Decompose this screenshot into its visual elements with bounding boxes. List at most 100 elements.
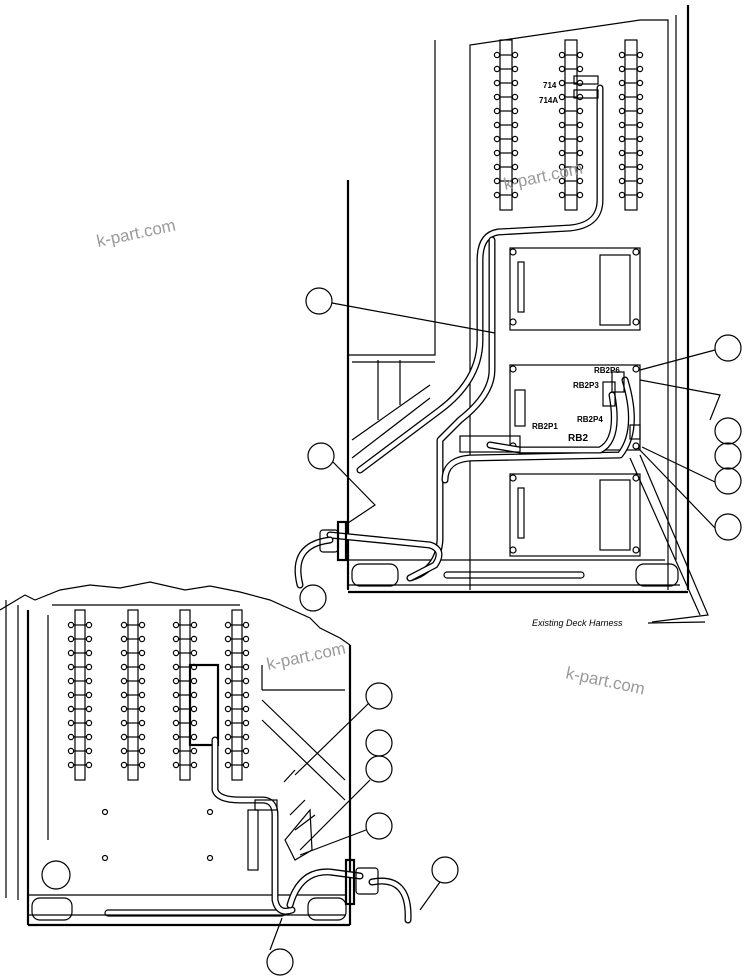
terminal-screw — [120, 705, 128, 713]
terminal-screw — [172, 733, 180, 741]
terminal-screw — [138, 635, 146, 643]
callout-circle — [307, 442, 335, 470]
callout-circle — [714, 467, 742, 495]
terminal-screw — [242, 705, 250, 713]
terminal-screw — [511, 93, 519, 101]
watermark: k-part.com — [564, 663, 646, 698]
label-rb2p3: RB2P3 — [573, 381, 599, 390]
terminal-screw — [618, 177, 626, 185]
terminal-screw — [85, 649, 93, 657]
terminal-screw — [618, 65, 626, 73]
terminal-screw — [576, 65, 584, 73]
terminal-screw — [636, 135, 644, 143]
terminal-screw — [576, 107, 584, 115]
terminal-screw — [636, 121, 644, 129]
terminal-screw — [558, 93, 566, 101]
terminal-screw — [190, 691, 198, 699]
terminal-screw — [224, 747, 232, 755]
terminal-screw — [224, 621, 232, 629]
terminal-screw — [190, 705, 198, 713]
terminal-screw — [138, 719, 146, 727]
terminal-screw — [190, 677, 198, 685]
terminal-screw — [67, 635, 75, 643]
terminal-screw — [493, 79, 501, 87]
terminal-screw — [224, 649, 232, 657]
terminal-screw — [172, 719, 180, 727]
terminal-screw — [172, 705, 180, 713]
terminal-screw — [67, 663, 75, 671]
terminal-screw — [85, 747, 93, 755]
terminal-screw — [576, 177, 584, 185]
harness-note: Existing Deck Harness — [532, 618, 623, 628]
label-rb2p1: RB2P1 — [532, 422, 558, 431]
terminal-screw — [120, 677, 128, 685]
terminal-screw — [636, 65, 644, 73]
callout-circle — [365, 729, 393, 757]
callout-circle — [714, 417, 742, 445]
terminal-screw — [172, 663, 180, 671]
terminal-screw — [618, 135, 626, 143]
terminal-screw — [242, 733, 250, 741]
terminal-screw — [618, 79, 626, 87]
terminal-screw — [511, 191, 519, 199]
terminal-screw — [85, 719, 93, 727]
terminal-screw — [224, 635, 232, 643]
terminal-screw — [493, 135, 501, 143]
terminal-screw — [576, 79, 584, 87]
terminal-screw — [172, 691, 180, 699]
label-rb2p4: RB2P4 — [577, 415, 603, 424]
terminal-screw — [67, 747, 75, 755]
terminal-screw — [120, 621, 128, 629]
terminal-screw — [85, 761, 93, 769]
terminal-screw — [618, 149, 626, 157]
terminal-screw — [511, 65, 519, 73]
terminal-screw — [120, 747, 128, 755]
callout-circle — [365, 682, 393, 710]
callout-circle — [714, 334, 742, 362]
lower-harness — [188, 663, 412, 924]
terminal-screw — [558, 149, 566, 157]
upper-callouts — [299, 287, 742, 623]
terminal-screw — [224, 719, 232, 727]
terminal-screw — [511, 163, 519, 171]
terminal-screw — [120, 663, 128, 671]
terminal-screw — [636, 163, 644, 171]
terminal-screw — [576, 149, 584, 157]
terminal-screw — [138, 677, 146, 685]
terminal-screw — [85, 677, 93, 685]
callout-circle — [365, 755, 393, 783]
terminal-screw — [242, 621, 250, 629]
terminal-screw — [190, 635, 198, 643]
terminal-screw — [242, 761, 250, 769]
terminal-screw — [493, 51, 501, 59]
terminal-screw — [558, 79, 566, 87]
terminal-screw — [85, 621, 93, 629]
terminal-screw — [138, 621, 146, 629]
terminal-screw — [242, 649, 250, 657]
terminal-screw — [493, 163, 501, 171]
terminal-screw — [190, 747, 198, 755]
terminal-screw — [67, 719, 75, 727]
watermark: k-part.com — [95, 216, 177, 251]
terminal-screw — [576, 121, 584, 129]
terminal-screw — [224, 733, 232, 741]
terminal-screw — [67, 677, 75, 685]
terminal-screw — [120, 691, 128, 699]
terminal-screw — [138, 747, 146, 755]
terminal-screw — [138, 691, 146, 699]
terminal-screw — [493, 65, 501, 73]
terminal-screw — [558, 51, 566, 59]
terminal-screw — [190, 733, 198, 741]
terminal-screw — [618, 121, 626, 129]
terminal-screw — [493, 149, 501, 157]
terminal-screw — [636, 107, 644, 115]
terminal-screw — [85, 635, 93, 643]
terminal-screw — [618, 163, 626, 171]
terminal-screw — [558, 163, 566, 171]
label-714: 714 — [543, 81, 557, 90]
terminal-screw — [511, 107, 519, 115]
terminal-screw — [242, 691, 250, 699]
label-rb2: RB2 — [568, 433, 588, 444]
terminal-screw — [242, 635, 250, 643]
